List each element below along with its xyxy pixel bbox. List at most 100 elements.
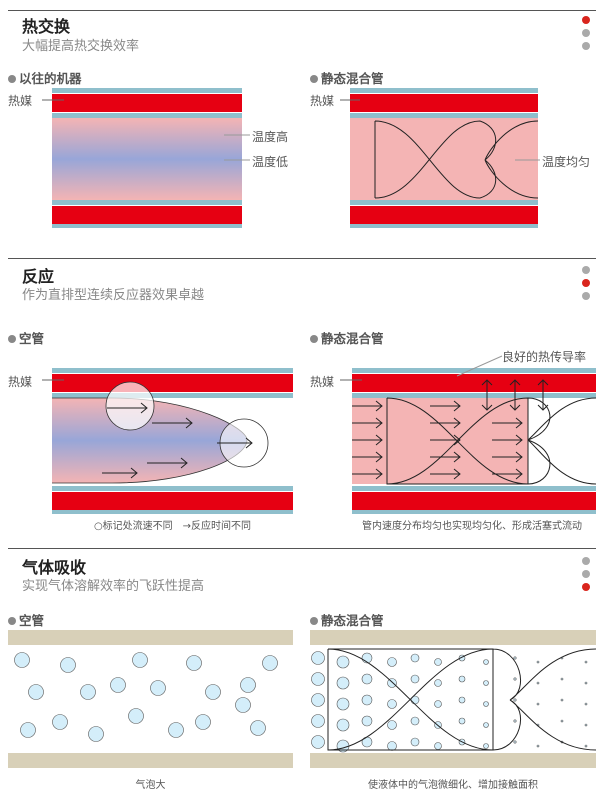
bubble [361, 715, 373, 727]
bubble [195, 714, 211, 730]
mixer-gas-diagram [310, 630, 597, 768]
page-dot-3[interactable] [582, 292, 590, 300]
bubble [387, 699, 397, 709]
label-conductivity: 良好的热传导率 [502, 350, 587, 364]
label-uniform: 温度均匀 [542, 155, 591, 169]
subheading: 静态混合管 [310, 610, 384, 629]
bubble [235, 697, 251, 713]
bubble [88, 726, 104, 742]
bubble [536, 681, 540, 685]
bubble [262, 655, 278, 671]
bubble [536, 660, 540, 664]
bubble [410, 653, 420, 663]
bubble [361, 694, 373, 706]
bubble [410, 737, 420, 747]
bubble [311, 651, 325, 665]
bubble [387, 741, 397, 751]
bubble [311, 672, 325, 686]
bubble [483, 701, 489, 707]
section-subtitle: 实现气体溶解效率的飞跃性提高 [22, 579, 205, 594]
bubble [20, 722, 36, 738]
bubble [186, 655, 202, 671]
bubble [434, 658, 442, 666]
page-dot-2[interactable] [582, 279, 590, 287]
bubble [80, 684, 96, 700]
bubble [336, 676, 350, 690]
empty-pipe-reaction-diagram [42, 368, 293, 514]
bubble [434, 700, 442, 708]
page-dot-2[interactable] [582, 29, 590, 37]
bubble [458, 696, 466, 704]
bubble [410, 674, 420, 684]
section-subtitle: 大幅提高热交换效率 [22, 39, 140, 54]
bubble [584, 660, 588, 664]
bubble [387, 720, 397, 730]
bubble [513, 719, 517, 723]
bubble [584, 681, 588, 685]
subheading: 静态混合管 [310, 328, 384, 347]
bubble [536, 744, 540, 748]
bubble [361, 673, 373, 685]
divider [8, 548, 596, 549]
empty-pipe-gas-diagram [8, 630, 293, 768]
bubble [513, 677, 517, 681]
bubble [434, 742, 442, 750]
caption: ○标记处流速不同 →反应时间不同 [93, 521, 252, 532]
bubble [458, 717, 466, 725]
bubble [311, 735, 325, 749]
divider [8, 10, 596, 11]
section-subtitle: 作为直排型连续反应器效果卓越 [22, 288, 205, 303]
bubble [336, 655, 350, 669]
page-dot-3[interactable] [582, 42, 590, 50]
divider [8, 258, 596, 259]
label-low: 温度低 [252, 155, 289, 169]
bubble [458, 675, 466, 683]
bubble [128, 708, 144, 724]
bubble [110, 677, 126, 693]
bubble [483, 680, 489, 686]
subheading: 空管 [8, 328, 44, 347]
bubble [584, 723, 588, 727]
bubble [513, 656, 517, 660]
page-dot-1[interactable] [582, 16, 590, 24]
bubble [60, 657, 76, 673]
bubble [483, 722, 489, 728]
bubble [410, 716, 420, 726]
mixer-heat-diagram [340, 88, 540, 228]
label-medium: 热媒 [8, 375, 33, 389]
page-dot-1[interactable] [582, 557, 590, 565]
bubble [513, 698, 517, 702]
bubble [336, 697, 350, 711]
bubble [52, 714, 68, 730]
bubble [483, 659, 489, 665]
bubble [336, 718, 350, 732]
bubble [387, 657, 397, 667]
section-title: 气体吸收 [22, 558, 87, 577]
page-dot-1[interactable] [582, 266, 590, 274]
caption: 使液体中的气泡微细化、增加接触面积 [368, 780, 538, 791]
bubble [584, 702, 588, 706]
bubble [311, 693, 325, 707]
bubble [205, 684, 221, 700]
bubble [584, 744, 588, 748]
page-dot-3[interactable] [582, 583, 590, 591]
bubble [240, 677, 256, 693]
page-dot-2[interactable] [582, 570, 590, 578]
bubble [168, 722, 184, 738]
bubble [14, 652, 30, 668]
bubble [311, 714, 325, 728]
bubble [560, 698, 564, 702]
mixer-reaction-diagram [340, 355, 597, 514]
section-title: 反应 [22, 267, 55, 286]
bubble [536, 702, 540, 706]
section-title: 热交换 [22, 17, 71, 36]
bubble [560, 677, 564, 681]
bubble [132, 652, 148, 668]
subheading: 静态混合管 [310, 68, 384, 87]
caption: 管内速度分布均匀也实现均匀化、形成活塞式流动 [362, 521, 582, 532]
bubble [28, 684, 44, 700]
label-medium: 热媒 [8, 94, 33, 108]
label-medium: 热媒 [310, 94, 335, 108]
bubble [513, 740, 517, 744]
bubble [560, 719, 564, 723]
